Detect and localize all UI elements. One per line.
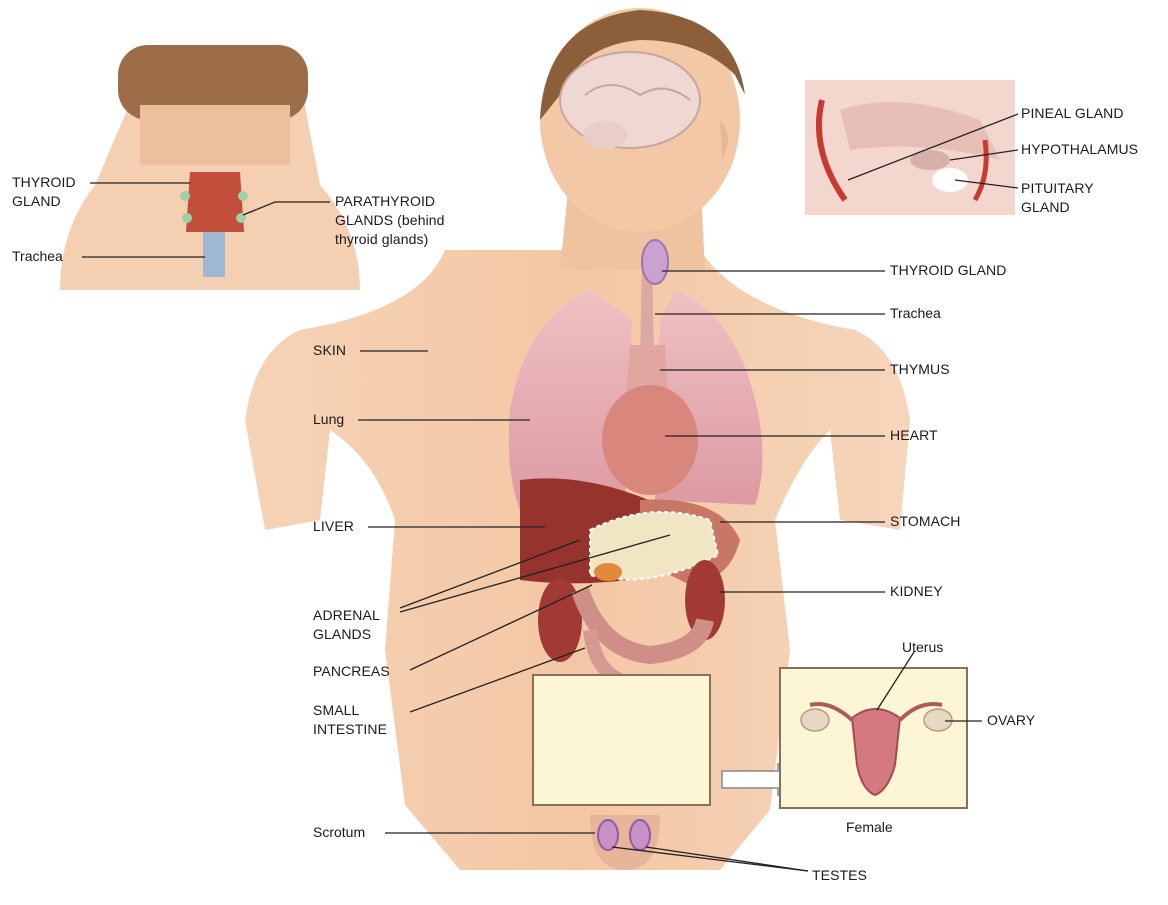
label-lung: Lung <box>313 410 344 429</box>
neck-inset-thyroid <box>186 172 244 232</box>
label-parathyroid-line3: thyroid glands) <box>335 230 445 249</box>
label-heart: HEART <box>890 426 938 445</box>
brain-inset <box>805 80 1015 215</box>
label-small-intestine-line2: INTESTINE <box>313 720 387 739</box>
brain <box>560 52 700 148</box>
label-pancreas: PANCREAS <box>313 662 390 681</box>
label-hypothalamus: HYPOTHALAMUS <box>1021 140 1138 159</box>
label-trachea: Trachea <box>890 304 941 323</box>
adrenal-gland <box>594 563 622 581</box>
blank-inset-box <box>533 675 710 805</box>
label-thymus: THYMUS <box>890 360 950 379</box>
label-stomach: STOMACH <box>890 512 960 531</box>
label-adrenal-line1: ADRENAL <box>313 606 380 625</box>
label-uterus: Uterus <box>902 638 943 657</box>
heart-main <box>602 385 698 495</box>
label-pituitary-line2: GLAND <box>1021 198 1094 217</box>
female-inset <box>780 668 967 808</box>
label-kidney: KIDNEY <box>890 582 943 601</box>
label-parathyroid-line1: PARATHYROID <box>335 192 445 211</box>
testis-right <box>630 820 650 850</box>
testis-left <box>598 820 618 850</box>
ovary-left <box>801 709 829 731</box>
label-neck-thyroid-gland: THYROID GLAND <box>12 173 76 211</box>
label-parathyroid-glands: PARATHYROID GLANDS (behind thyroid gland… <box>335 192 445 249</box>
label-neck-thyroid-line1: THYROID <box>12 173 76 192</box>
label-small-intestine-line1: SMALL <box>313 701 387 720</box>
ovary-right <box>924 709 952 731</box>
label-neck-trachea: Trachea <box>12 247 63 266</box>
label-small-intestine: SMALL INTESTINE <box>313 701 387 739</box>
label-female: Female <box>846 818 893 837</box>
label-ovary: OVARY <box>987 711 1035 730</box>
thyroid-main <box>642 240 668 284</box>
label-adrenal-glands: ADRENAL GLANDS <box>313 606 380 644</box>
label-pituitary-line1: PITUITARY <box>1021 179 1094 198</box>
label-liver: LIVER <box>313 517 354 536</box>
label-testes: TESTES <box>812 866 867 885</box>
neck-inset <box>60 45 360 290</box>
label-parathyroid-line2: GLANDS (behind <box>335 211 445 230</box>
label-thyroid-gland: THYROID GLAND <box>890 261 1006 280</box>
label-neck-thyroid-line2: GLAND <box>12 192 76 211</box>
neck-inset-trachea <box>203 232 225 277</box>
label-pineal-gland: PINEAL GLAND <box>1021 104 1124 123</box>
kidney-left <box>538 578 582 662</box>
label-scrotum: Scrotum <box>313 823 365 842</box>
label-skin: SKIN <box>313 341 346 360</box>
label-adrenal-line2: GLANDS <box>313 625 380 644</box>
label-pituitary-gland: PITUITARY GLAND <box>1021 179 1094 217</box>
